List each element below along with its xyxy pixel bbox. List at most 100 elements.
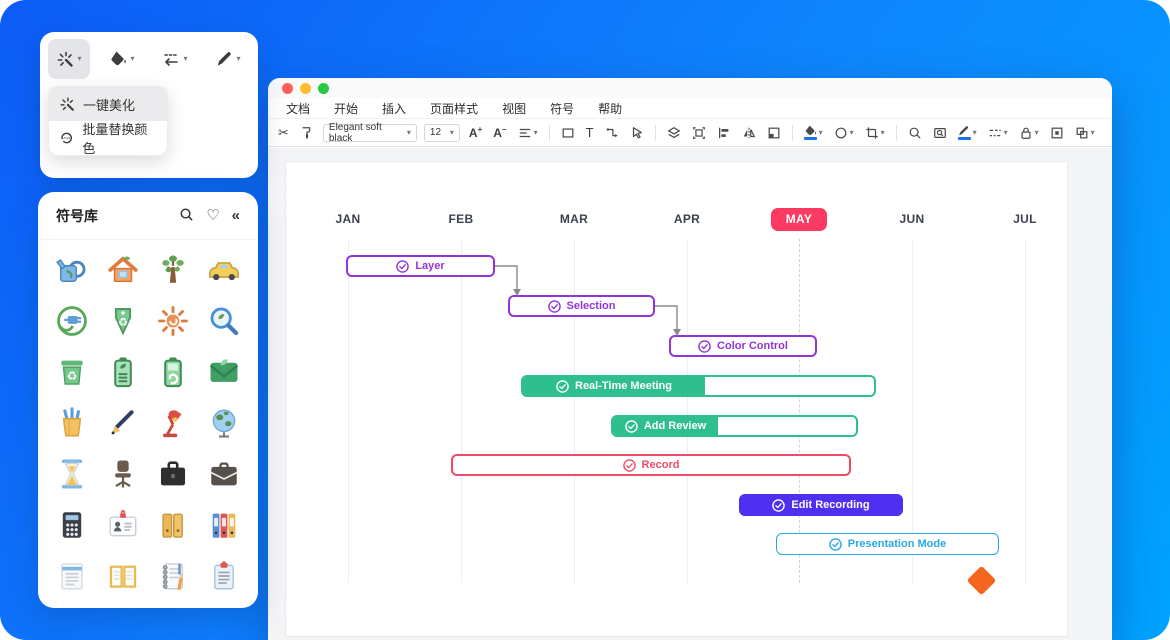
shape-style-button[interactable]: ▾ [832, 124, 856, 142]
layers-button[interactable] [665, 124, 683, 142]
replace-colors-icon [61, 132, 72, 144]
symbol-colored-binders-icon[interactable] [199, 499, 250, 550]
flip-icon [743, 127, 755, 138]
editor-window: 文档开始插入页面样式视图符号帮助 ✂ Elegant soft black▾ 1… [268, 78, 1112, 640]
cut-button[interactable]: ✂ [276, 124, 291, 141]
fill-bucket-button[interactable]: ▾ [101, 39, 143, 79]
close-window-button[interactable] [282, 82, 293, 94]
task-record[interactable]: Record [451, 454, 851, 476]
month-label-mar: MAR [559, 212, 589, 226]
task-layer[interactable]: Layer [346, 255, 495, 277]
menu-view[interactable]: 视图 [502, 101, 527, 116]
symbol-clipboard-icon[interactable] [199, 550, 250, 601]
symbol-eco-tag-icon[interactable]: ♻ [98, 295, 149, 346]
symbol-notepad-icon[interactable] [47, 550, 98, 601]
position-button[interactable] [765, 124, 783, 142]
format-painter-button[interactable] [298, 124, 316, 142]
line-style-button[interactable]: ▾ [986, 124, 1010, 142]
chevron-down-icon: ▾ [130, 54, 135, 63]
focus-button[interactable] [1048, 124, 1066, 142]
chevron-down-icon: ▾ [880, 127, 885, 137]
align-objects-button[interactable] [715, 124, 733, 142]
symbol-eco-plug-icon[interactable] [47, 295, 98, 346]
fill-color-swatch [803, 137, 817, 140]
symbol-eco-mail-icon[interactable] [199, 346, 250, 397]
text-align-button[interactable]: ▾ [516, 124, 540, 142]
pen-style-button[interactable]: ▾ [207, 39, 249, 79]
symbol-yellow-binders-icon[interactable] [148, 499, 199, 550]
crop-button[interactable]: ▾ [863, 124, 887, 142]
rectangle-tool-button[interactable] [559, 124, 577, 142]
symbol-panel-header: 符号库 ♡ « [38, 192, 258, 240]
zoom-button[interactable] [906, 124, 924, 142]
symbol-spiral-notebook-icon[interactable] [148, 550, 199, 601]
menu-page-style[interactable]: 页面样式 [430, 101, 479, 116]
minimize-window-button[interactable] [300, 82, 311, 94]
chevron-down-icon: ▾ [1034, 127, 1039, 137]
symbol-globe-icon[interactable] [199, 397, 250, 448]
text-tool-button[interactable]: T [584, 124, 596, 141]
fit-view-button[interactable] [931, 124, 949, 142]
symbol-battery-recycle-icon[interactable] [148, 346, 199, 397]
connector-tool-button[interactable] [603, 124, 621, 142]
menu-help[interactable]: 帮助 [598, 101, 623, 116]
menu-home[interactable]: 开始 [334, 101, 359, 116]
decrease-font-button[interactable]: A− [491, 124, 508, 141]
toolbar-separator [654, 124, 656, 141]
crop-icon [865, 126, 878, 139]
symbol-id-card-icon[interactable] [98, 499, 149, 550]
symbol-calculator-icon[interactable] [47, 499, 98, 550]
flip-button[interactable] [740, 124, 758, 142]
font-family-select[interactable]: Elegant soft black▾ [322, 121, 417, 144]
magic-wand-button[interactable]: ▾ [48, 39, 90, 79]
font-family-value: Elegant soft black [328, 121, 382, 144]
symbol-eco-house-icon[interactable] [98, 244, 149, 295]
symbol-car-icon[interactable] [199, 244, 250, 295]
chevron-down-icon: ▾ [236, 54, 241, 63]
check-circle-icon [772, 498, 786, 512]
line-arrow-style-button[interactable]: ▾ [154, 39, 196, 79]
search-icon[interactable] [179, 207, 194, 225]
milestone-diamond[interactable] [966, 565, 996, 595]
line-color-button[interactable]: ▾ [956, 123, 979, 142]
symbol-office-chair-icon[interactable] [98, 448, 149, 499]
maximize-window-button[interactable] [318, 82, 329, 94]
increase-font-button[interactable]: A+ [467, 124, 484, 141]
symbol-pencil-holder-icon[interactable] [47, 397, 98, 448]
symbol-briefcase-brown-icon[interactable] [199, 448, 250, 499]
collapse-panel-icon[interactable]: « [231, 207, 240, 224]
symbol-eco-search-icon[interactable] [199, 295, 250, 346]
task-real-time-meeting[interactable]: Real-Time Meeting [521, 375, 876, 397]
symbol-eco-battery-icon[interactable] [98, 346, 149, 397]
task-selection[interactable]: Selection [508, 295, 655, 317]
font-size-select[interactable]: 12▾ [423, 123, 460, 142]
layers-icon [667, 126, 681, 138]
group-button[interactable] [690, 124, 708, 142]
text-tool-icon: T [585, 125, 594, 140]
menu-item-one-click-beautify[interactable]: 一键美化 [49, 87, 167, 121]
menu-document[interactable]: 文档 [286, 101, 311, 116]
symbol-recycle-bin-icon[interactable]: ♻ [47, 346, 98, 397]
position-icon [768, 127, 779, 138]
task-edit-recording[interactable]: Edit Recording [739, 494, 903, 516]
symbol-desk-lamp-icon[interactable] [148, 397, 199, 448]
lock-button[interactable]: ▾ [1017, 124, 1041, 142]
menu-insert[interactable]: 插入 [382, 101, 407, 116]
symbol-briefcase-black-icon[interactable] [148, 448, 199, 499]
favorite-heart-icon[interactable]: ♡ [206, 207, 220, 224]
fill-color-button[interactable]: ▾ [802, 123, 825, 142]
combine-button[interactable]: ▾ [1073, 124, 1097, 142]
menu-item-batch-replace-colors[interactable]: 批量替换颜色 [49, 121, 167, 155]
menu-symbol[interactable]: 符号 [550, 101, 575, 116]
symbol-open-book-icon[interactable] [98, 550, 149, 601]
pointer-tool-button[interactable] [628, 124, 646, 142]
check-circle-icon [396, 259, 410, 273]
symbol-pen-icon[interactable] [98, 397, 149, 448]
symbol-hourglass-icon[interactable] [47, 448, 98, 499]
task-add-review[interactable]: Add Review [611, 415, 858, 437]
task-presentation-mode[interactable]: Presentation Mode [776, 533, 999, 555]
symbol-sun-icon[interactable] [148, 295, 199, 346]
symbol-watering-can-icon[interactable] [47, 244, 98, 295]
task-color-control[interactable]: Color Control [669, 335, 817, 357]
symbol-tree-icon[interactable] [148, 244, 199, 295]
